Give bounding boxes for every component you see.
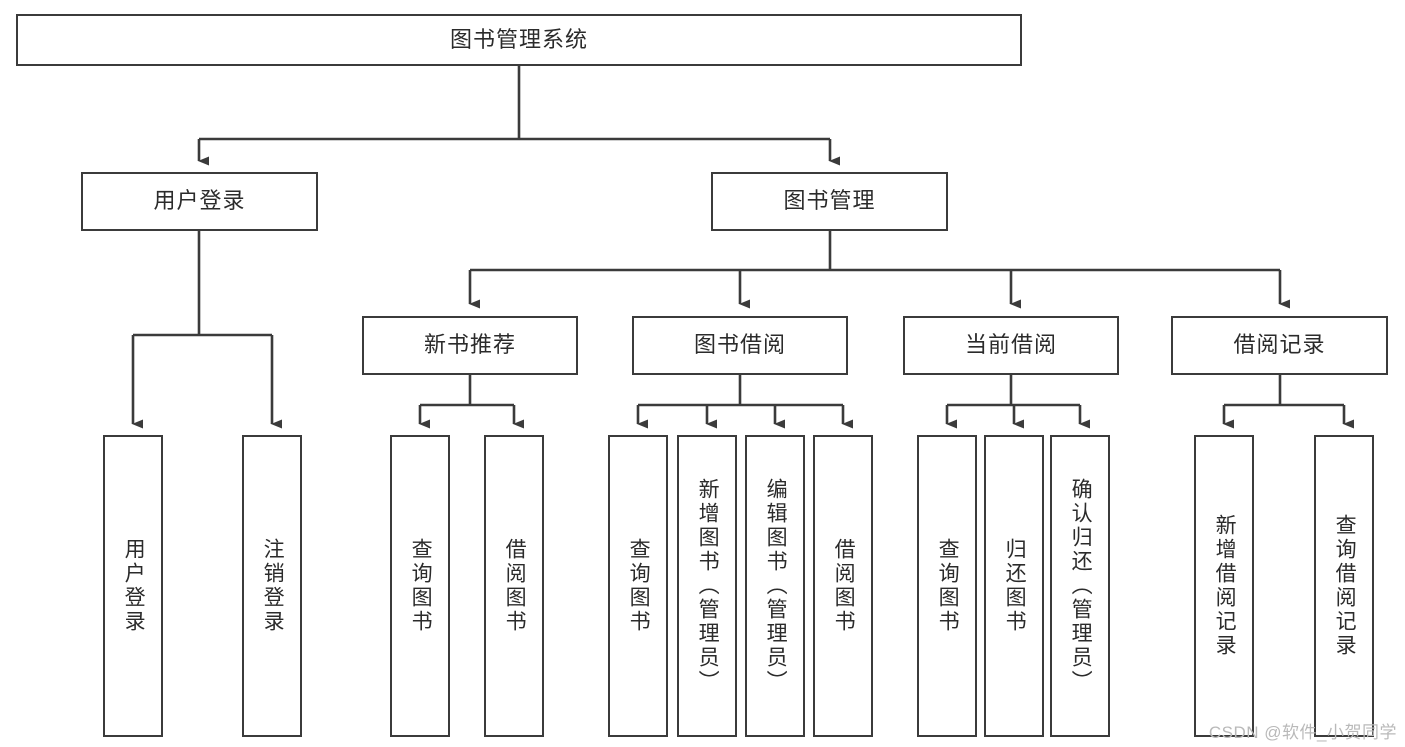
leaf-confirm-return[interactable]: 确认归还（管理员）: [1050, 435, 1110, 737]
node-book-borrow[interactable]: 图书借阅: [632, 316, 848, 375]
leaf-edit-book-label: 编辑图书（管理员）: [764, 478, 788, 694]
leaf-borrow-book-1-label: 借阅图书: [503, 538, 527, 634]
leaf-borrow-book-2[interactable]: 借阅图书: [813, 435, 873, 737]
leaf-return-book-label: 归还图书: [1003, 538, 1027, 634]
leaf-add-book[interactable]: 新增图书（管理员）: [677, 435, 737, 737]
node-new-book-recommend[interactable]: 新书推荐: [362, 316, 578, 375]
node-book-management[interactable]: 图书管理: [711, 172, 948, 231]
leaf-query-book-2[interactable]: 查询图书: [608, 435, 668, 737]
node-user-login-label: 用户登录: [153, 188, 246, 214]
leaf-query-book-1-label: 查询图书: [409, 538, 433, 634]
node-new-book-recommend-label: 新书推荐: [423, 332, 516, 358]
leaf-add-record[interactable]: 新增借阅记录: [1194, 435, 1254, 737]
leaf-user-login-label: 用户登录: [122, 538, 146, 634]
watermark: CSDN @软件_小贺同学: [1208, 723, 1397, 742]
leaf-query-book-3-label: 查询图书: [936, 538, 960, 634]
node-borrow-record-label: 借阅记录: [1233, 332, 1326, 358]
leaf-user-login[interactable]: 用户登录: [103, 435, 163, 737]
leaf-edit-book[interactable]: 编辑图书（管理员）: [745, 435, 805, 737]
leaf-query-book-2-label: 查询图书: [627, 538, 651, 634]
node-current-borrow-label: 当前借阅: [964, 332, 1057, 358]
leaf-query-book-1[interactable]: 查询图书: [390, 435, 450, 737]
node-root-label: 图书管理系统: [449, 26, 588, 52]
leaf-query-book-3[interactable]: 查询图书: [917, 435, 977, 737]
leaf-query-record-label: 查询借阅记录: [1333, 514, 1357, 658]
node-book-management-label: 图书管理: [783, 188, 876, 214]
node-root[interactable]: 图书管理系统: [16, 14, 1022, 66]
leaf-return-book[interactable]: 归还图书: [984, 435, 1044, 737]
leaf-user-logout[interactable]: 注销登录: [242, 435, 302, 737]
node-current-borrow[interactable]: 当前借阅: [903, 316, 1119, 375]
node-borrow-record[interactable]: 借阅记录: [1171, 316, 1388, 375]
leaf-borrow-book-2-label: 借阅图书: [832, 538, 856, 634]
node-book-borrow-label: 图书借阅: [693, 332, 786, 358]
leaf-user-logout-label: 注销登录: [261, 538, 285, 634]
leaf-confirm-return-label: 确认归还（管理员）: [1069, 478, 1093, 694]
leaf-query-record[interactable]: 查询借阅记录: [1314, 435, 1374, 737]
node-user-login[interactable]: 用户登录: [81, 172, 318, 231]
leaf-add-book-label: 新增图书（管理员）: [696, 478, 720, 694]
leaf-add-record-label: 新增借阅记录: [1213, 514, 1237, 658]
leaf-borrow-book-1[interactable]: 借阅图书: [484, 435, 544, 737]
